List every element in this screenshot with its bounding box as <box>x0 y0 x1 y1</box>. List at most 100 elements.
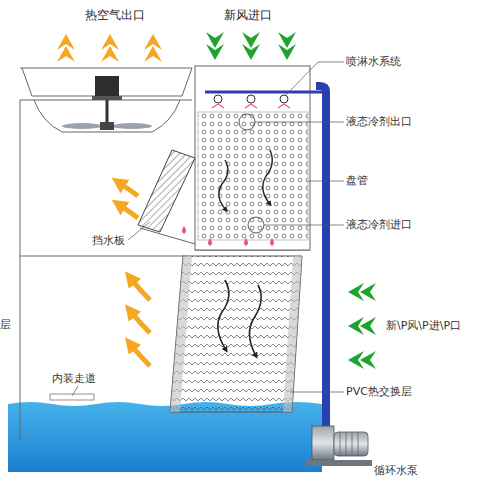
water-drops-part <box>244 238 248 246</box>
circulation-pump-part-part <box>346 432 347 456</box>
fresh-air-arrows-part-part <box>278 32 296 48</box>
callout-label: 热空气出口 <box>85 8 175 22</box>
hot-air-flow-part <box>132 280 150 300</box>
water-pipe-part <box>316 86 326 428</box>
hot-air-arrows-part <box>101 34 119 62</box>
coil-chamber-part-part <box>245 104 257 108</box>
pvc-fill-part <box>170 256 302 412</box>
hot-air-arrows-part-part <box>57 46 75 62</box>
water-baffle <box>138 150 195 232</box>
tower-outline <box>20 68 310 440</box>
fan-motor-part <box>95 76 119 98</box>
water-basin-part <box>50 394 94 400</box>
callout-label: 液态冷剂出口 <box>346 115 466 129</box>
coil-chamber-part <box>214 95 288 103</box>
leader-lines-part <box>72 386 78 396</box>
fresh-air-arrows-part-part <box>242 32 260 48</box>
circulation-pump-part-part <box>358 432 359 456</box>
pvc-fill-part <box>283 256 302 412</box>
water-drops-part <box>182 226 186 234</box>
leader-lines <box>72 62 344 396</box>
fan-motor-part <box>92 96 122 100</box>
fresh-air-side-arrows-part-part <box>360 351 376 369</box>
coil-chamber-part <box>195 66 310 250</box>
leader-lines-part <box>255 122 344 123</box>
fresh-air-side-arrows-part <box>348 351 376 369</box>
circulation-pump-part <box>334 432 368 456</box>
pvc-fill-part <box>218 280 229 350</box>
coil-chamber-part <box>239 114 255 130</box>
circulation-pump-part <box>340 432 358 456</box>
coil-chamber-part <box>248 217 264 233</box>
coil-chamber-part <box>198 112 308 240</box>
fresh-air-arrows-part <box>278 32 296 60</box>
leader-lines-part <box>128 222 150 240</box>
coil-chamber-part <box>263 150 272 204</box>
coil-chamber-part-part <box>212 104 224 108</box>
fresh-air-side-arrows-part <box>348 317 376 335</box>
hot-air-flow-part <box>121 184 138 196</box>
hot-air-arrows <box>57 34 162 62</box>
callout-label: 内装走道 <box>52 372 132 386</box>
callout-label: 新\P风\P进\P口 <box>386 319 502 333</box>
leader-lines-part <box>264 225 344 226</box>
fan-motor-part <box>62 123 102 129</box>
pvc-fill <box>170 256 302 412</box>
callout-label: 盘管 <box>346 174 426 188</box>
fresh-air-side-arrows-part-part <box>360 317 376 335</box>
coil-chamber-part <box>212 104 290 108</box>
pvc-fill-part <box>170 256 192 412</box>
callout-label: 新风进口 <box>224 8 304 22</box>
callout-label: PVC热交换层 <box>346 385 466 399</box>
fan-motor-part <box>112 123 152 129</box>
tower-outline-part <box>20 100 21 440</box>
tower-outline-part <box>20 256 185 257</box>
hot-air-arrows-part-part <box>144 46 162 62</box>
water-drops <box>182 226 274 246</box>
hot-air-arrows-part-part <box>101 46 119 62</box>
pvc-fill-part <box>249 285 261 356</box>
fan-motor-part <box>100 122 114 130</box>
circulation-pump-part <box>312 426 334 460</box>
callout-label: 层 <box>0 318 20 332</box>
hot-air-arrows-part <box>144 34 162 62</box>
fresh-air-side-arrows-part <box>348 283 376 301</box>
water-pipe <box>316 86 326 428</box>
hot-air-flow-part <box>121 206 138 218</box>
circulation-pump-part-part <box>340 432 341 456</box>
hot-air-arrows-part <box>57 34 75 62</box>
fresh-air-arrows-part <box>242 32 260 60</box>
fan-motor <box>62 76 152 130</box>
fresh-air-arrows-part-part <box>206 32 224 48</box>
coil-chamber-part <box>205 91 326 94</box>
fresh-air-arrows-part <box>206 32 224 60</box>
circulation-pump-part <box>306 460 372 466</box>
hot-air-flow-part <box>132 313 150 333</box>
coil-chamber-part-part <box>214 95 222 103</box>
callout-label: 液态冷剂进口 <box>346 218 466 232</box>
circulation-pump <box>306 426 372 466</box>
coil-chamber-part-part <box>278 104 290 108</box>
water-baffle-part <box>138 150 195 232</box>
leader-lines-part <box>286 62 344 95</box>
tower-outline-part <box>20 68 192 69</box>
leader-lines-part <box>290 392 344 393</box>
coil-chamber-part-part <box>247 95 255 103</box>
callout-label: 循环水泵 <box>374 464 464 478</box>
coil-chamber-part-part <box>280 95 288 103</box>
hot-air-flow <box>121 184 150 366</box>
fresh-air-arrows <box>206 32 296 60</box>
circulation-pump-part-part <box>352 432 353 456</box>
coil-chamber-part <box>219 160 228 210</box>
callout-label: 喷淋水系统 <box>346 55 466 69</box>
callout-label: 挡水板 <box>92 234 152 248</box>
water-drops-part <box>270 238 274 246</box>
leader-lines-part <box>308 181 344 182</box>
coil-chamber <box>195 66 326 250</box>
fresh-air-side-arrows <box>348 283 376 369</box>
hot-air-flow-part <box>132 346 150 366</box>
tower-outline-part <box>34 100 180 132</box>
water-drops-part <box>208 238 212 246</box>
